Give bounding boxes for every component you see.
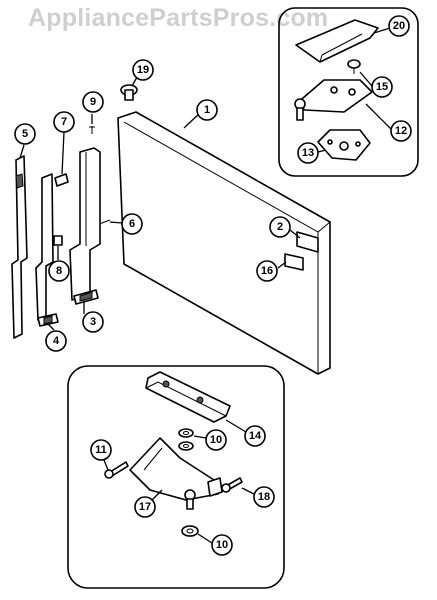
part-15-washer bbox=[347, 59, 361, 74]
watermark-logo: AppliancePartsPros.com bbox=[28, 4, 329, 32]
callout-2: 2 bbox=[269, 216, 291, 238]
svg-text:10: 10 bbox=[216, 539, 228, 551]
part-13-hinge-shim bbox=[317, 129, 371, 161]
svg-text:9: 9 bbox=[90, 96, 96, 108]
callout-9: 9 bbox=[82, 91, 104, 113]
svg-text:1: 1 bbox=[204, 104, 210, 116]
part-10-washers-upper bbox=[178, 428, 194, 451]
part-10-washer-lower bbox=[181, 525, 199, 537]
svg-text:4: 4 bbox=[53, 335, 60, 347]
callout-15: 15 bbox=[371, 76, 393, 98]
svg-text:12: 12 bbox=[395, 125, 407, 137]
svg-text:7: 7 bbox=[61, 116, 67, 128]
part-2-label bbox=[296, 231, 319, 253]
svg-text:3: 3 bbox=[90, 316, 96, 328]
svg-text:14: 14 bbox=[249, 430, 262, 442]
svg-text:18: 18 bbox=[258, 491, 270, 503]
inset-box-bottom bbox=[67, 365, 285, 589]
svg-text:11: 11 bbox=[95, 444, 107, 456]
part-17-bottom-hinge bbox=[129, 437, 223, 510]
callout-20: 20 bbox=[388, 15, 410, 37]
callout-1: 1 bbox=[196, 99, 218, 121]
svg-text:16: 16 bbox=[261, 265, 273, 277]
part-9-screw bbox=[89, 126, 95, 134]
svg-text:13: 13 bbox=[302, 147, 314, 159]
part-20-hinge-cover bbox=[295, 19, 379, 63]
svg-text:2: 2 bbox=[277, 221, 283, 233]
svg-text:17: 17 bbox=[139, 501, 151, 513]
svg-text:10: 10 bbox=[210, 434, 222, 446]
part-18-screw bbox=[221, 477, 243, 493]
svg-text:15: 15 bbox=[376, 81, 388, 93]
part-12-top-hinge bbox=[294, 79, 373, 121]
callout-17: 17 bbox=[134, 496, 156, 518]
part-7-bracket bbox=[54, 173, 69, 187]
part-3-door-handle bbox=[69, 147, 101, 305]
callout-4: 4 bbox=[45, 330, 67, 352]
inset-box-top bbox=[278, 7, 419, 177]
svg-text:20: 20 bbox=[393, 20, 405, 32]
callout-13: 13 bbox=[297, 142, 319, 164]
callout-18: 18 bbox=[253, 486, 275, 508]
part-5-door-trim bbox=[11, 155, 28, 339]
callout-19: 19 bbox=[132, 59, 154, 81]
part-14-hinge-block bbox=[145, 371, 231, 423]
svg-text:19: 19 bbox=[137, 64, 149, 76]
svg-text:6: 6 bbox=[129, 218, 135, 230]
callout-11: 11 bbox=[90, 439, 112, 461]
svg-text:8: 8 bbox=[56, 265, 62, 277]
svg-text:5: 5 bbox=[22, 128, 28, 140]
part-1-freezer-door bbox=[117, 111, 331, 375]
part-19-plug bbox=[120, 84, 138, 101]
part-8-clip bbox=[53, 235, 63, 246]
part-11-screw bbox=[104, 461, 129, 479]
callout-6: 6 bbox=[121, 213, 143, 235]
callout-3: 3 bbox=[82, 311, 104, 333]
callout-10-lower: 10 bbox=[211, 534, 233, 556]
callout-12: 12 bbox=[390, 120, 412, 142]
callout-5: 5 bbox=[14, 123, 36, 145]
callout-16: 16 bbox=[256, 260, 278, 282]
callout-14: 14 bbox=[244, 425, 266, 447]
callout-8: 8 bbox=[48, 260, 70, 282]
callout-7: 7 bbox=[53, 111, 75, 133]
part-4-door-trim bbox=[35, 173, 59, 327]
callout-10-upper: 10 bbox=[205, 429, 227, 451]
